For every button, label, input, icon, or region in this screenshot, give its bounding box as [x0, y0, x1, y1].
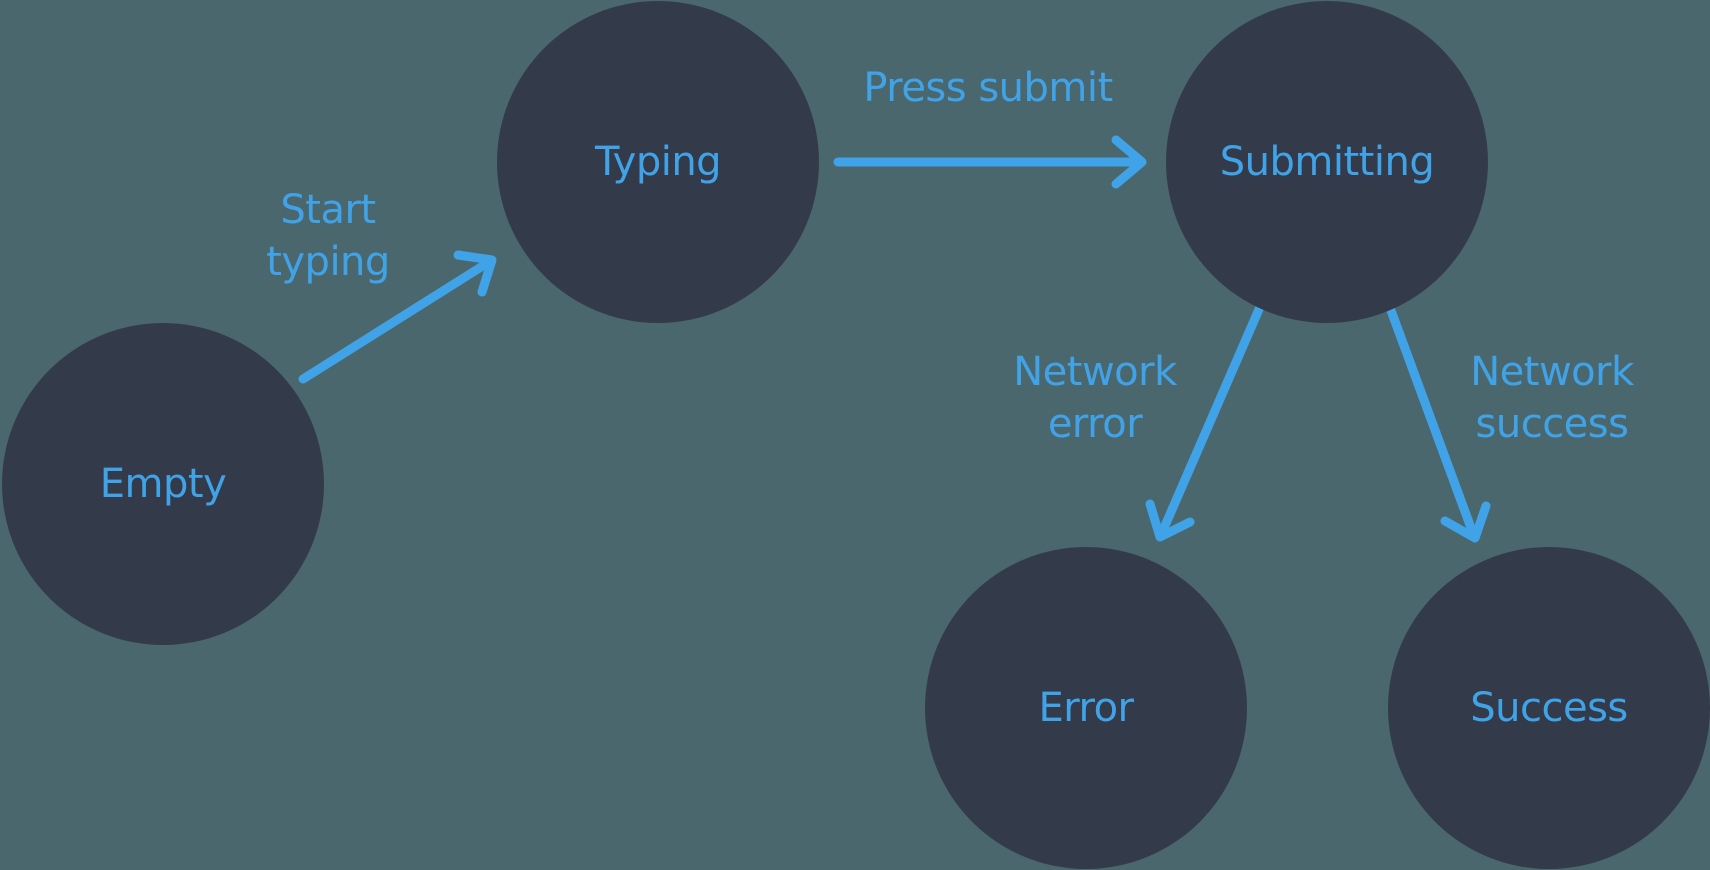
transition-label-line: Start [280, 187, 376, 233]
transition-arrow-press-submit [833, 135, 1147, 189]
state-label-error: Error [1038, 685, 1135, 731]
state-node-submitting: Submitting [1166, 1, 1488, 323]
transition-label-start-typing: Start typing [266, 184, 390, 288]
state-node-typing: Typing [497, 1, 819, 323]
state-label-success: Success [1470, 685, 1628, 731]
transition-label-line: error [1047, 401, 1143, 447]
arrow-head-icon [1145, 499, 1195, 542]
transition-label-line: Press submit [863, 65, 1113, 111]
arrow-head-icon [1440, 501, 1491, 543]
transition-arrow-start-typing [298, 250, 497, 384]
arrow-shaft [298, 257, 494, 384]
arrow-shaft [1156, 295, 1268, 540]
transition-arrow-network-error [1145, 295, 1268, 542]
arrow-shaft [1384, 300, 1479, 541]
arrow-head-icon [1111, 135, 1147, 189]
state-node-error: Error [925, 547, 1247, 869]
state-node-success: Success [1388, 547, 1710, 869]
arrow-head-icon [453, 250, 497, 297]
state-node-empty: Empty [2, 323, 324, 645]
transition-label-line: Network [1470, 349, 1634, 395]
transition-label-press-submit: Press submit [863, 62, 1113, 114]
transition-arrow-network-success [1384, 300, 1491, 543]
state-label-typing: Typing [594, 139, 722, 185]
transition-label-network-success: Network success [1470, 346, 1634, 450]
transition-label-line: success [1475, 401, 1629, 447]
transition-label-line: Network [1013, 349, 1177, 395]
transition-label-network-error: Network error [1013, 346, 1177, 450]
state-label-submitting: Submitting [1219, 139, 1435, 185]
transition-label-line: typing [266, 239, 390, 285]
state-label-empty: Empty [99, 461, 227, 507]
